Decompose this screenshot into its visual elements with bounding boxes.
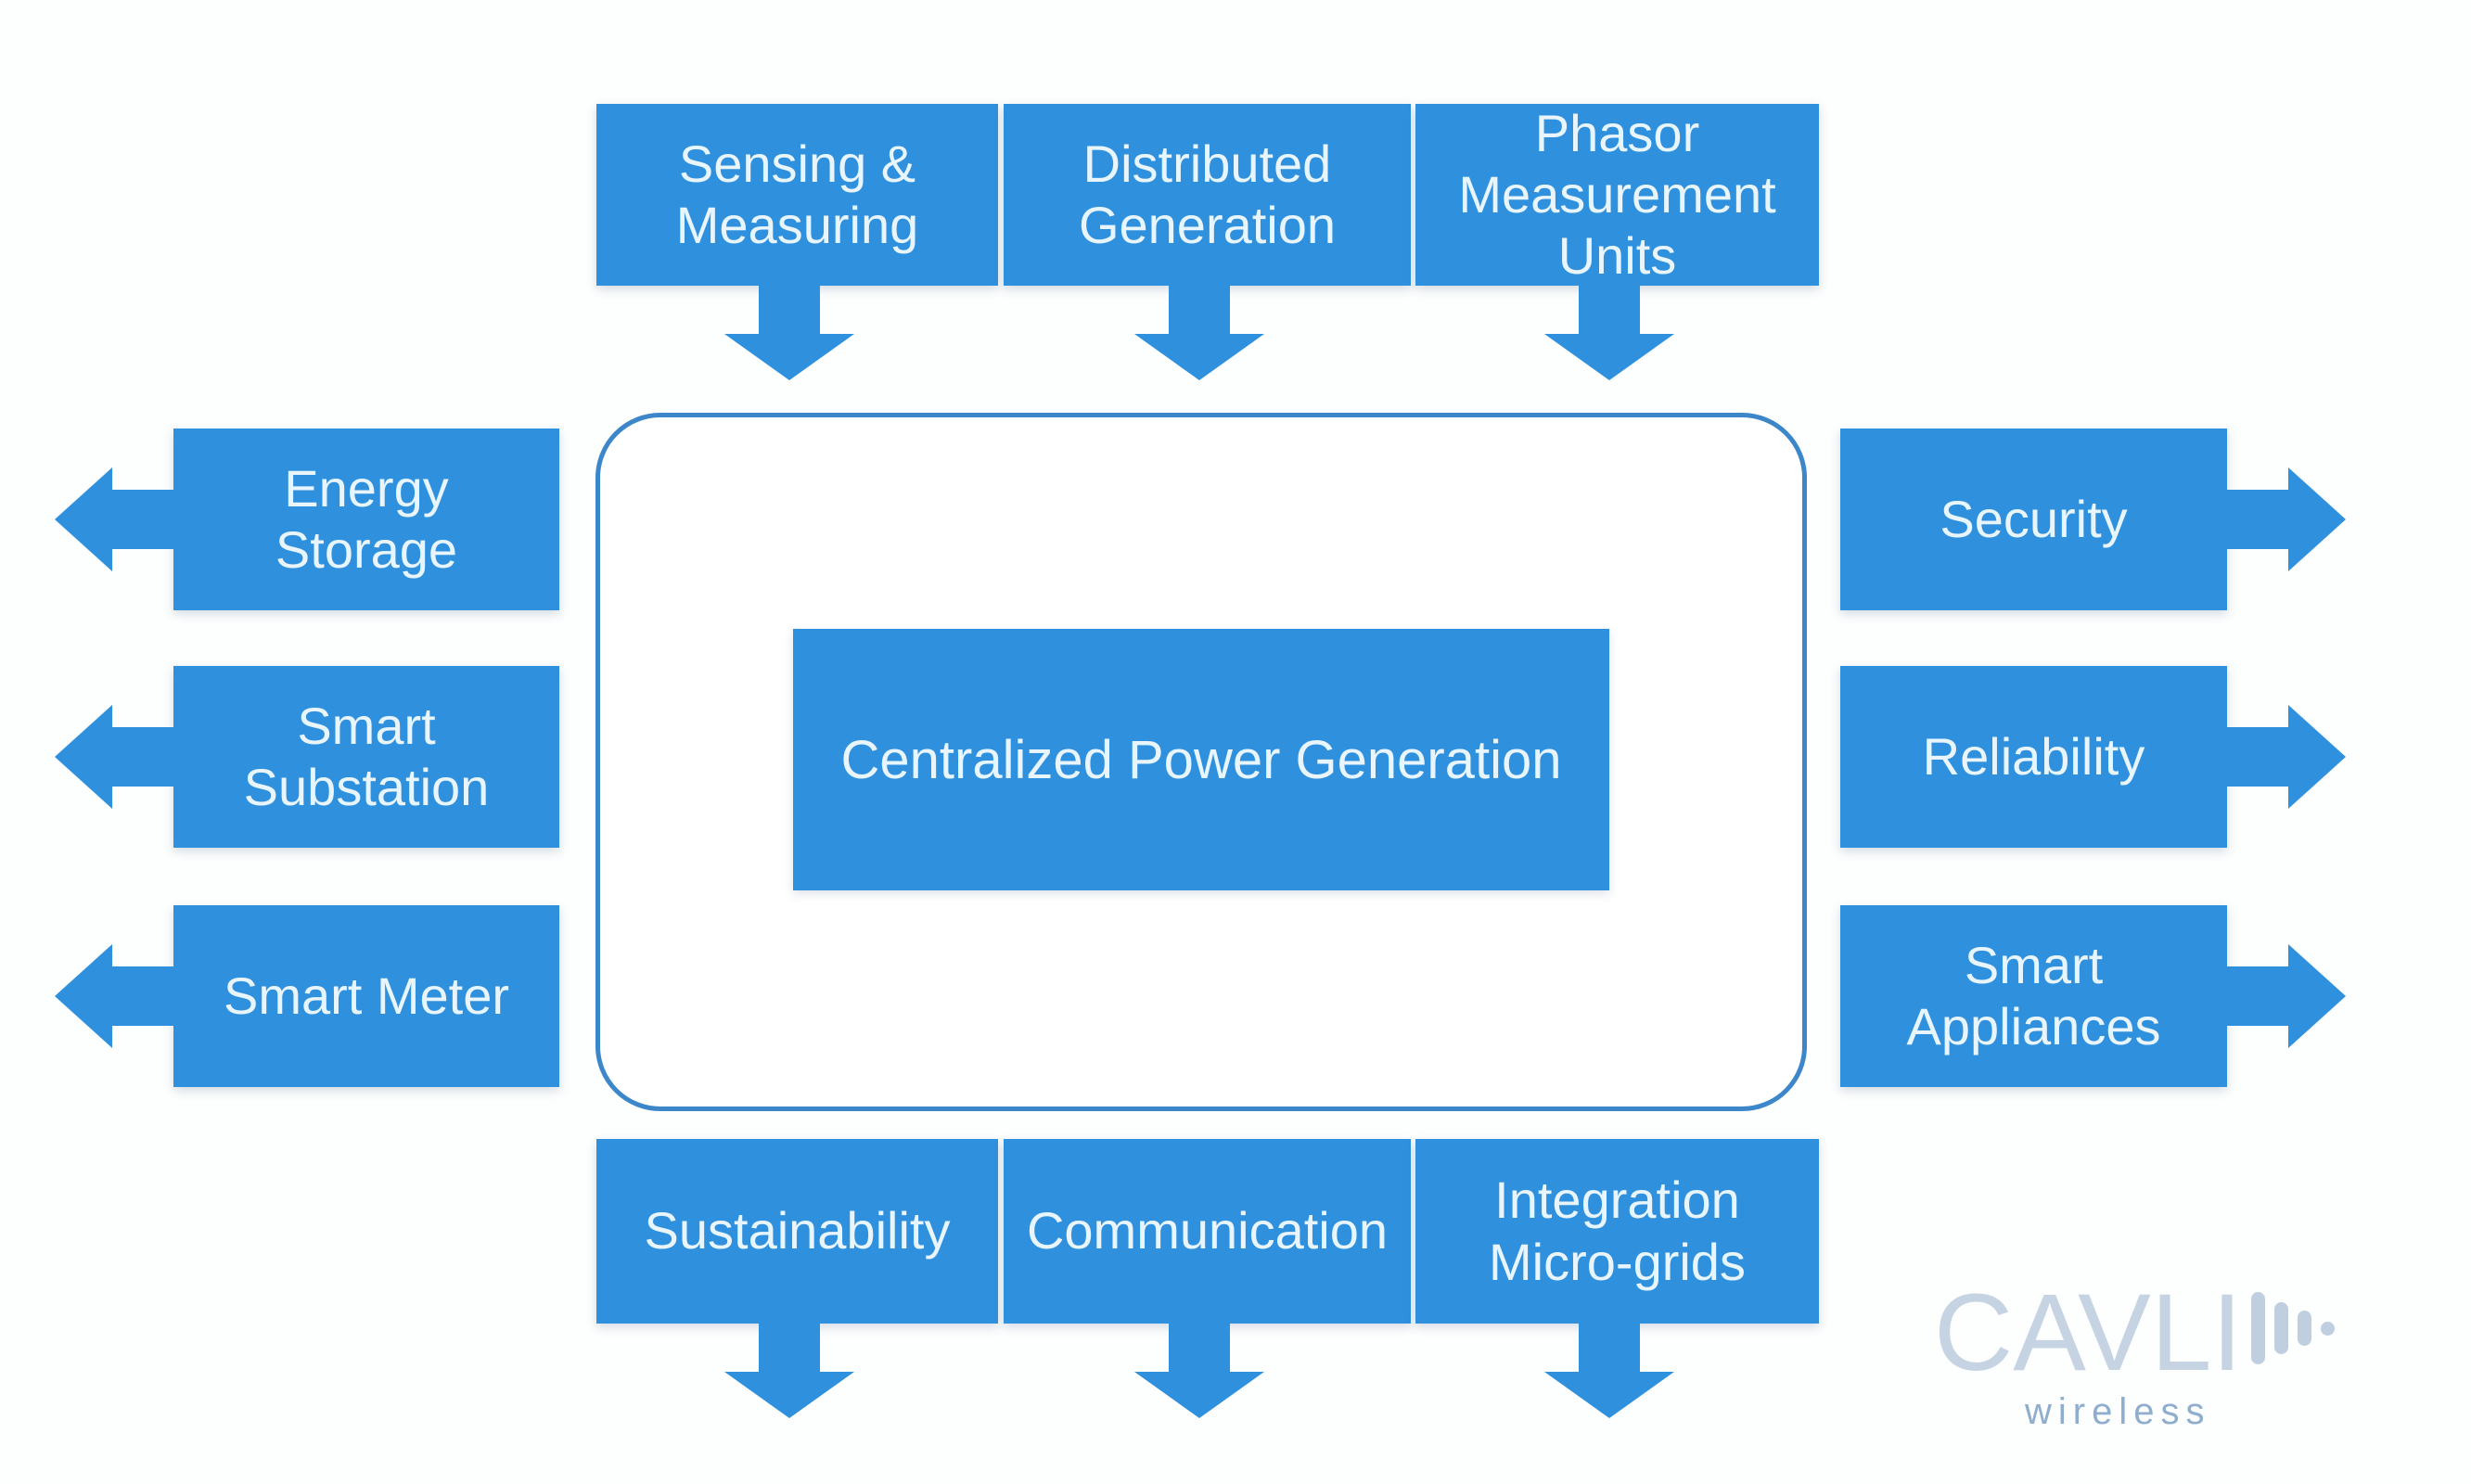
callout-label: Security: [1940, 489, 2128, 548]
callout-phasor-measurement-units: Phasor Measurement Units: [1415, 104, 1819, 286]
arrow-head: [724, 334, 854, 380]
arrow-stem: [111, 490, 173, 549]
callout-smart-meter: Smart Meter: [173, 905, 559, 1087]
logo-brand-text: CAVLI: [1934, 1272, 2243, 1394]
down-arrow-icon: [1544, 1324, 1674, 1418]
arrow-stem: [1169, 1324, 1230, 1373]
signal-bar: [2274, 1302, 2289, 1354]
callout-sensing-measuring: Sensing & Measuring: [596, 104, 998, 286]
callout-label: Sensing & Measuring: [675, 134, 919, 254]
down-arrow-icon: [1544, 286, 1674, 380]
signal-bars-icon: [2251, 1278, 2336, 1378]
callout-communication: Communication: [1004, 1139, 1411, 1324]
right-arrow-icon: [2227, 944, 2346, 1048]
arrow-head: [2288, 467, 2346, 571]
arrow-head: [1544, 1372, 1674, 1418]
arrow-head: [2288, 705, 2346, 809]
cavli-wireless-logo: CAVLI wireless: [1934, 1272, 2336, 1433]
arrow-stem: [2227, 727, 2289, 787]
callout-label: Smart Meter: [223, 966, 510, 1025]
callout-label: Communication: [1026, 1201, 1389, 1260]
callout-label: Sustainability: [644, 1201, 951, 1260]
callout-security: Security: [1840, 429, 2227, 610]
right-arrow-icon: [2227, 705, 2346, 809]
arrow-stem: [111, 727, 173, 787]
callout-label: Reliability: [1922, 726, 2145, 786]
left-arrow-icon: [55, 467, 173, 571]
callout-label: Energy Storage: [275, 458, 458, 579]
down-arrow-icon: [1134, 286, 1264, 380]
left-arrow-icon: [55, 705, 173, 809]
arrow-stem: [2227, 490, 2289, 549]
arrow-stem: [1169, 286, 1230, 335]
down-arrow-icon: [724, 286, 854, 380]
down-arrow-icon: [724, 1324, 854, 1418]
callout-energy-storage: Energy Storage: [173, 429, 559, 610]
arrow-head: [55, 467, 112, 571]
arrow-head: [1134, 1372, 1264, 1418]
callout-reliability: Reliability: [1840, 666, 2227, 848]
signal-bar: [2298, 1311, 2312, 1346]
arrow-stem: [1579, 1324, 1640, 1373]
callout-smart-substation: Smart Substation: [173, 666, 559, 848]
arrow-stem: [759, 1324, 820, 1373]
center-node-label: Centralized Power Generation: [840, 729, 1562, 790]
arrow-stem: [1579, 286, 1640, 335]
callout-label: Smart Substation: [243, 696, 490, 816]
arrow-head: [55, 944, 112, 1048]
callout-sustainability: Sustainability: [596, 1139, 998, 1324]
signal-bar: [2251, 1292, 2266, 1364]
arrow-head: [1544, 334, 1674, 380]
callout-label: Phasor Measurement Units: [1458, 103, 1776, 286]
arrow-head: [55, 705, 112, 809]
callout-smart-appliances: Smart Appliances: [1840, 905, 2227, 1087]
center-node: Centralized Power Generation: [793, 629, 1609, 890]
callout-integration-micro-grids: Integration Micro-grids: [1415, 1139, 1819, 1324]
arrow-head: [724, 1372, 854, 1418]
arrow-head: [2288, 944, 2346, 1048]
arrow-stem: [759, 286, 820, 335]
left-arrow-icon: [55, 944, 173, 1048]
arrow-head: [1134, 334, 1264, 380]
callout-label: Distributed Generation: [1078, 134, 1337, 254]
arrow-stem: [2227, 966, 2289, 1026]
right-arrow-icon: [2227, 467, 2346, 571]
signal-dot: [2321, 1321, 2336, 1336]
callout-label: Integration Micro-grids: [1489, 1171, 1746, 1291]
callout-distributed-generation: Distributed Generation: [1004, 104, 1411, 286]
logo-brand-line: CAVLI: [1934, 1272, 2336, 1394]
down-arrow-icon: [1134, 1324, 1264, 1418]
logo-sub-text: wireless: [2025, 1391, 2211, 1432]
callout-label: Smart Appliances: [1906, 935, 2161, 1055]
arrow-stem: [111, 966, 173, 1026]
